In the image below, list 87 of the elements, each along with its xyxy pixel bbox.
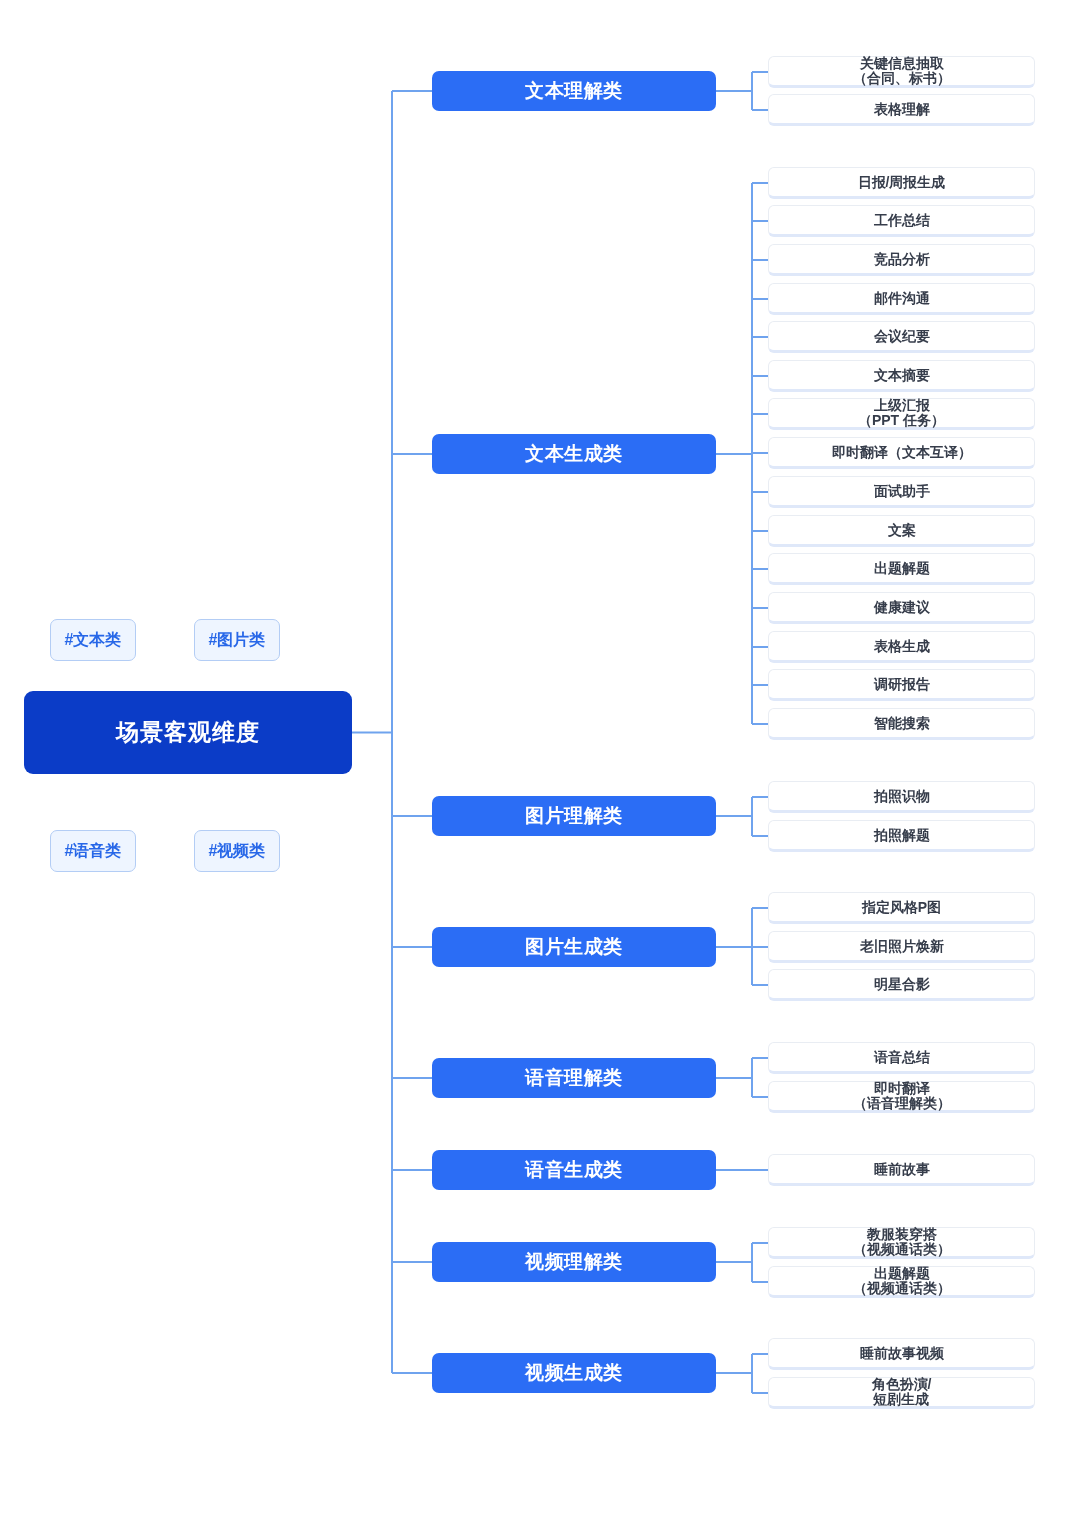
item-box: 指定风格P图 [768,892,1035,924]
connector-line [751,182,769,184]
connector-line [751,684,769,686]
connector-line [751,1242,769,1244]
connector-line [391,1169,433,1171]
connector-line [751,984,769,986]
connector-line [751,646,769,648]
connector-line [391,90,433,92]
tag-chip: #语音类 [50,830,136,872]
item-box: 角色扮演/短剧生成 [768,1377,1035,1409]
connector-line [751,336,769,338]
category-box: 语音理解类 [432,1058,716,1098]
tag-chip: #图片类 [194,619,280,661]
item-box: 文本摘要 [768,360,1035,392]
connector-line [751,71,769,73]
connector-line [751,1057,769,1059]
connector-line [751,1096,769,1098]
item-box: 上级汇报（PPT 任务） [768,398,1035,430]
connector-line [351,90,393,1374]
root-box: 场景客观维度 [24,691,352,774]
connector-line [751,835,769,837]
item-box: 即时翻译（语音理解类） [768,1081,1035,1113]
connector-line [715,796,753,837]
connector-line [391,946,433,948]
connector-line [715,907,753,986]
tag-chip: #文本类 [50,619,136,661]
connector-line [751,723,769,725]
category-box: 文本生成类 [432,434,716,474]
connector-line [391,1372,433,1374]
connector-line [751,1353,769,1355]
connector-line [391,815,433,817]
connector-line [751,220,769,222]
category-box: 图片理解类 [432,796,716,836]
connector-line [751,796,769,798]
connector-line [751,946,769,948]
connector-line [715,1169,769,1171]
item-box: 智能搜索 [768,708,1035,740]
connector-line [715,182,753,725]
connector-line [751,452,769,454]
category-box: 视频理解类 [432,1242,716,1282]
connector-line [751,1281,769,1283]
item-box: 教服装穿搭（视频通话类） [768,1227,1035,1259]
item-box: 工作总结 [768,205,1035,237]
item-box: 邮件沟通 [768,283,1035,315]
item-box: 关键信息抽取（合同、标书） [768,56,1035,88]
connector-line [751,530,769,532]
item-box: 出题解题（视频通话类） [768,1266,1035,1298]
item-box: 日报/周报生成 [768,167,1035,199]
category-box: 图片生成类 [432,927,716,967]
item-box: 文案 [768,515,1035,547]
item-box: 健康建议 [768,592,1035,624]
category-box: 文本理解类 [432,71,716,111]
connector-line [751,1392,769,1394]
item-box: 出题解题 [768,553,1035,585]
connector-line [751,907,769,909]
connector-line [715,1242,753,1283]
item-box: 竞品分析 [768,244,1035,276]
connector-line [715,1353,753,1394]
item-box: 睡前故事 [768,1154,1035,1186]
connector-line [715,1057,753,1098]
item-box: 会议纪要 [768,321,1035,353]
connector-line [751,607,769,609]
category-box: 视频生成类 [432,1353,716,1393]
item-box: 表格生成 [768,631,1035,663]
item-box: 拍照识物 [768,781,1035,813]
connector-line [751,259,769,261]
item-box: 明星合影 [768,969,1035,1001]
item-box: 拍照解题 [768,820,1035,852]
connector-line [751,109,769,111]
connector-line [391,1261,433,1263]
connector-line [751,413,769,415]
connector-line [751,568,769,570]
item-box: 面试助手 [768,476,1035,508]
connector-line [751,298,769,300]
item-box: 表格理解 [768,94,1035,126]
item-box: 睡前故事视频 [768,1338,1035,1370]
connector-line [751,375,769,377]
connector-line [751,491,769,493]
connector-line [391,1077,433,1079]
item-box: 调研报告 [768,669,1035,701]
connector-line [391,453,433,455]
category-box: 语音生成类 [432,1150,716,1190]
tag-chip: #视频类 [194,830,280,872]
item-box: 语音总结 [768,1042,1035,1074]
item-box: 即时翻译（文本互译） [768,437,1035,469]
item-box: 老旧照片焕新 [768,931,1035,963]
connector-line [715,71,753,111]
